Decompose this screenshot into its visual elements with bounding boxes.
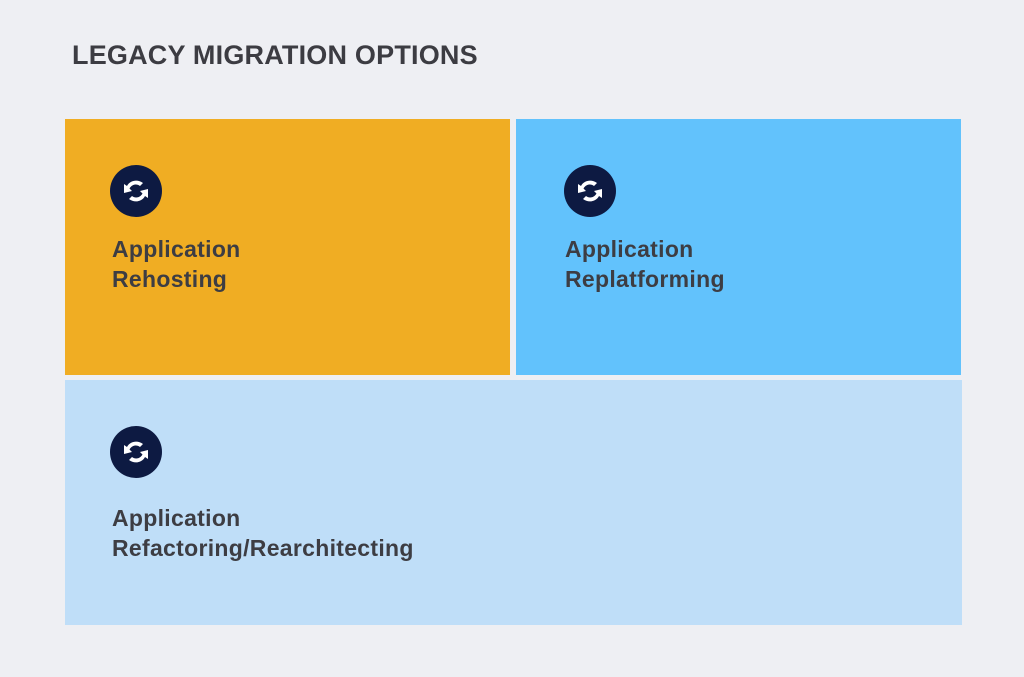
card-label-line2: Replatforming (565, 266, 725, 292)
card-label: Application Replatforming (565, 234, 725, 294)
card-label-line2: Refactoring/Rearchitecting (112, 535, 414, 561)
card-rehosting: Application Rehosting (65, 119, 510, 375)
card-refactoring: Application Refactoring/Rearchitecting (65, 380, 962, 625)
card-label: Application Rehosting (112, 234, 241, 294)
card-label: Application Refactoring/Rearchitecting (112, 503, 414, 563)
card-replatforming: Application Replatforming (516, 119, 961, 375)
refresh-arrows-icon (564, 165, 616, 217)
card-label-line1: Application (112, 505, 241, 531)
refresh-arrows-icon (110, 426, 162, 478)
page-title: LEGACY MIGRATION OPTIONS (72, 40, 478, 70)
refresh-arrows-icon (110, 165, 162, 217)
card-label-line1: Application (112, 236, 241, 262)
card-label-line1: Application (565, 236, 694, 262)
card-label-line2: Rehosting (112, 266, 228, 292)
